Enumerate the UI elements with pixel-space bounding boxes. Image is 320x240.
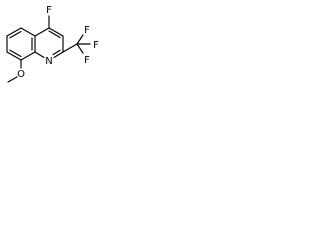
trifluoromethyl-f-right-label: F — [93, 40, 99, 51]
trifluoromethyl-f-lower-label: F — [84, 55, 90, 66]
methoxy-oxygen-label: O — [17, 69, 25, 80]
bond-c2-n1 — [53, 51, 64, 59]
ring-nitrogen-label: N — [45, 56, 52, 67]
bond-c7-c8-inner — [9, 49, 22, 58]
atom-labels: F N O F F F — [17, 5, 99, 80]
bond-cf3-f-lower — [76, 43, 84, 54]
bond-c2-n1-inner — [52, 49, 61, 56]
bond-c8-c8a — [20, 51, 36, 61]
bond-c4-c3-inner — [48, 30, 61, 39]
bond-c2-cf3 — [62, 43, 78, 53]
substituent-bonds — [7, 15, 91, 83]
molecule-structure: F N O F F F — [6, 5, 99, 83]
bond-c4a-c5 — [20, 27, 36, 37]
bond-c5-c6-inner — [9, 30, 22, 39]
benzene-ring — [6, 27, 36, 61]
bond-c4-c3 — [48, 27, 64, 37]
bond-n1-c8a — [34, 51, 45, 59]
pyridine-ring — [34, 27, 64, 59]
fluoro-label: F — [46, 5, 52, 16]
trifluoromethyl-f-upper-label: F — [84, 25, 90, 36]
bond-c4-c4a — [34, 27, 50, 37]
bond-o-ch3 — [7, 76, 18, 83]
bond-cf3-f-upper — [76, 34, 84, 45]
bond-c7-c8 — [6, 51, 22, 61]
bond-c5-c6 — [6, 27, 22, 37]
